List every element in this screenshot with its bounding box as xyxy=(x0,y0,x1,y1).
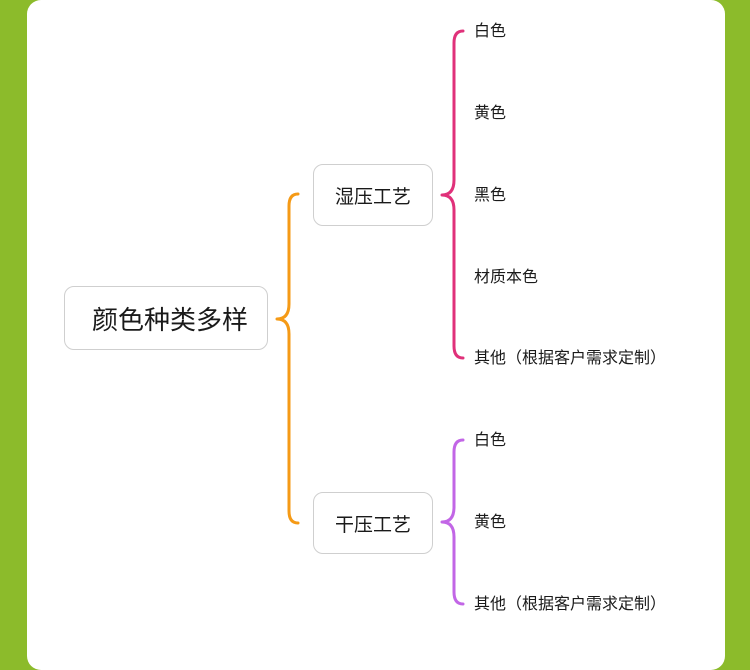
leaf-wet-natural: 材质本色 xyxy=(474,267,539,286)
branch-node-wet-process: 湿压工艺 xyxy=(313,164,433,226)
leaf-wet-yellow: 黄色 xyxy=(474,103,507,122)
leaf-wet-white: 白色 xyxy=(474,21,507,40)
leaf-dry-yellow: 黄色 xyxy=(474,512,507,531)
leaf-wet-black: 黑色 xyxy=(474,185,507,204)
leaf-wet-custom: 其他（根据客户需求定制） xyxy=(474,348,667,367)
root-node: 颜色种类多样 xyxy=(64,286,268,350)
leaf-dry-white: 白色 xyxy=(474,430,507,449)
leaf-dry-custom: 其他（根据客户需求定制） xyxy=(474,594,667,613)
mindmap-canvas: 颜色种类多样 湿压工艺 干压工艺 白色 黄色 黑色 材质本色 其他（根据客户需求… xyxy=(27,0,725,670)
branch-node-dry-process: 干压工艺 xyxy=(313,492,433,554)
